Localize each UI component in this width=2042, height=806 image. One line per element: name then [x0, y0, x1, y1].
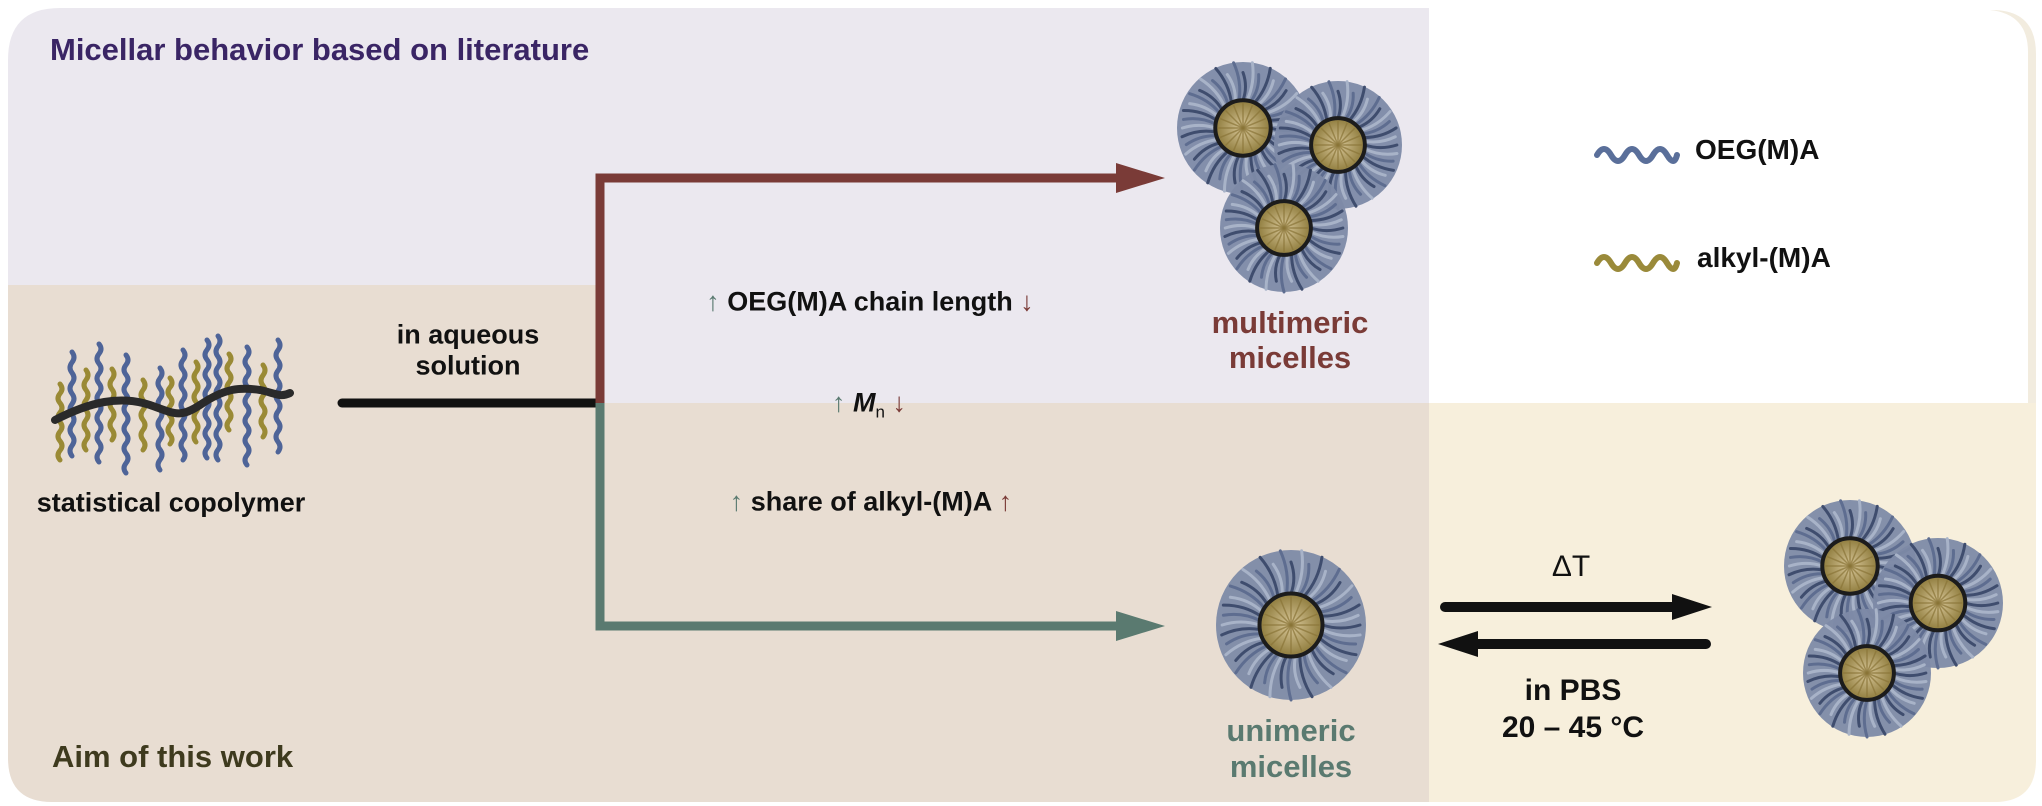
multimeric-label-line2: micelles — [1228, 340, 1352, 375]
condition-line1: in aqueous — [396, 319, 540, 350]
delta-t-text: ΔT — [1551, 550, 1591, 583]
factor-text: M — [853, 387, 876, 418]
oeg-side-chain — [178, 347, 188, 463]
factor-text: share of alkyl-(M)A — [750, 486, 992, 517]
copolymer-label: statistical copolymer — [36, 487, 306, 518]
delta-t-label: ΔT — [1552, 550, 1590, 584]
increase-arrow-icon: ↑ — [706, 286, 720, 317]
alkyl-chain-icon — [1594, 254, 1680, 272]
multimeric-arrowhead — [1116, 163, 1165, 193]
reverse-arrowhead — [1438, 631, 1478, 657]
decrease-arrow-icon: ↓ — [1020, 286, 1034, 317]
statistical-copolymer-icon — [51, 333, 294, 476]
unimeric-label-line1: unimeric — [1226, 713, 1356, 748]
legend-alkyl-label: alkyl-(M)A — [1697, 242, 1831, 273]
aim-title: Aim of this work — [52, 739, 294, 774]
unimeric-micelle — [1216, 549, 1366, 702]
alkyl-side-chain — [191, 359, 201, 445]
aggregated-micelle — [1803, 608, 1931, 739]
polymer-backbone — [51, 384, 294, 424]
multimeric-micelle — [1220, 163, 1348, 294]
alkyl-side-chain — [138, 377, 148, 453]
aim-region-left — [8, 285, 600, 802]
unimeric-arrowhead — [1116, 611, 1165, 641]
increase-arrow-icon: ↑ — [729, 486, 744, 517]
pbs-label: in PBS — [1524, 674, 1622, 707]
literature-title: Micellar behavior based on literature — [50, 32, 590, 67]
condition-line2: solution — [415, 350, 521, 381]
factor-text: OEG(M)A chain length — [727, 286, 1013, 317]
oeg-side-chain — [121, 352, 131, 476]
oeg-side-chain — [242, 344, 252, 468]
oeg-side-chain — [67, 349, 77, 459]
temperature-range-label: 20 – 45 °C — [1501, 711, 1645, 744]
alkyl-side-chain — [258, 362, 268, 440]
alkyl-side-chain — [55, 381, 65, 463]
increase-arrow-icon: ↑ — [832, 387, 846, 418]
factor-molar-mass: ↑ Mn ↓ — [832, 387, 906, 422]
legend-oeg-label: OEG(M)A — [1695, 134, 1820, 165]
multimeric-micelle — [1177, 61, 1309, 196]
multimeric-path — [595, 173, 1120, 403]
factor-alkyl-share: ↑ share of alkyl-(M)A ↑ — [730, 487, 1013, 518]
decrease-arrow-icon: ↓ — [892, 387, 907, 418]
unimeric-label-line2: micelles — [1229, 749, 1353, 784]
unimeric-path — [595, 403, 1120, 631]
increase-arrow-icon: ↑ — [998, 486, 1013, 517]
factor-chain-length: ↑ OEG(M)A chain length ↓ — [706, 287, 1034, 318]
multimeric-label-line1: multimeric — [1211, 305, 1369, 340]
factor-subscript: n — [875, 402, 885, 422]
forward-arrowhead — [1672, 594, 1712, 620]
oeg-chain-icon — [1594, 146, 1680, 164]
oeg-side-chain — [155, 365, 165, 473]
